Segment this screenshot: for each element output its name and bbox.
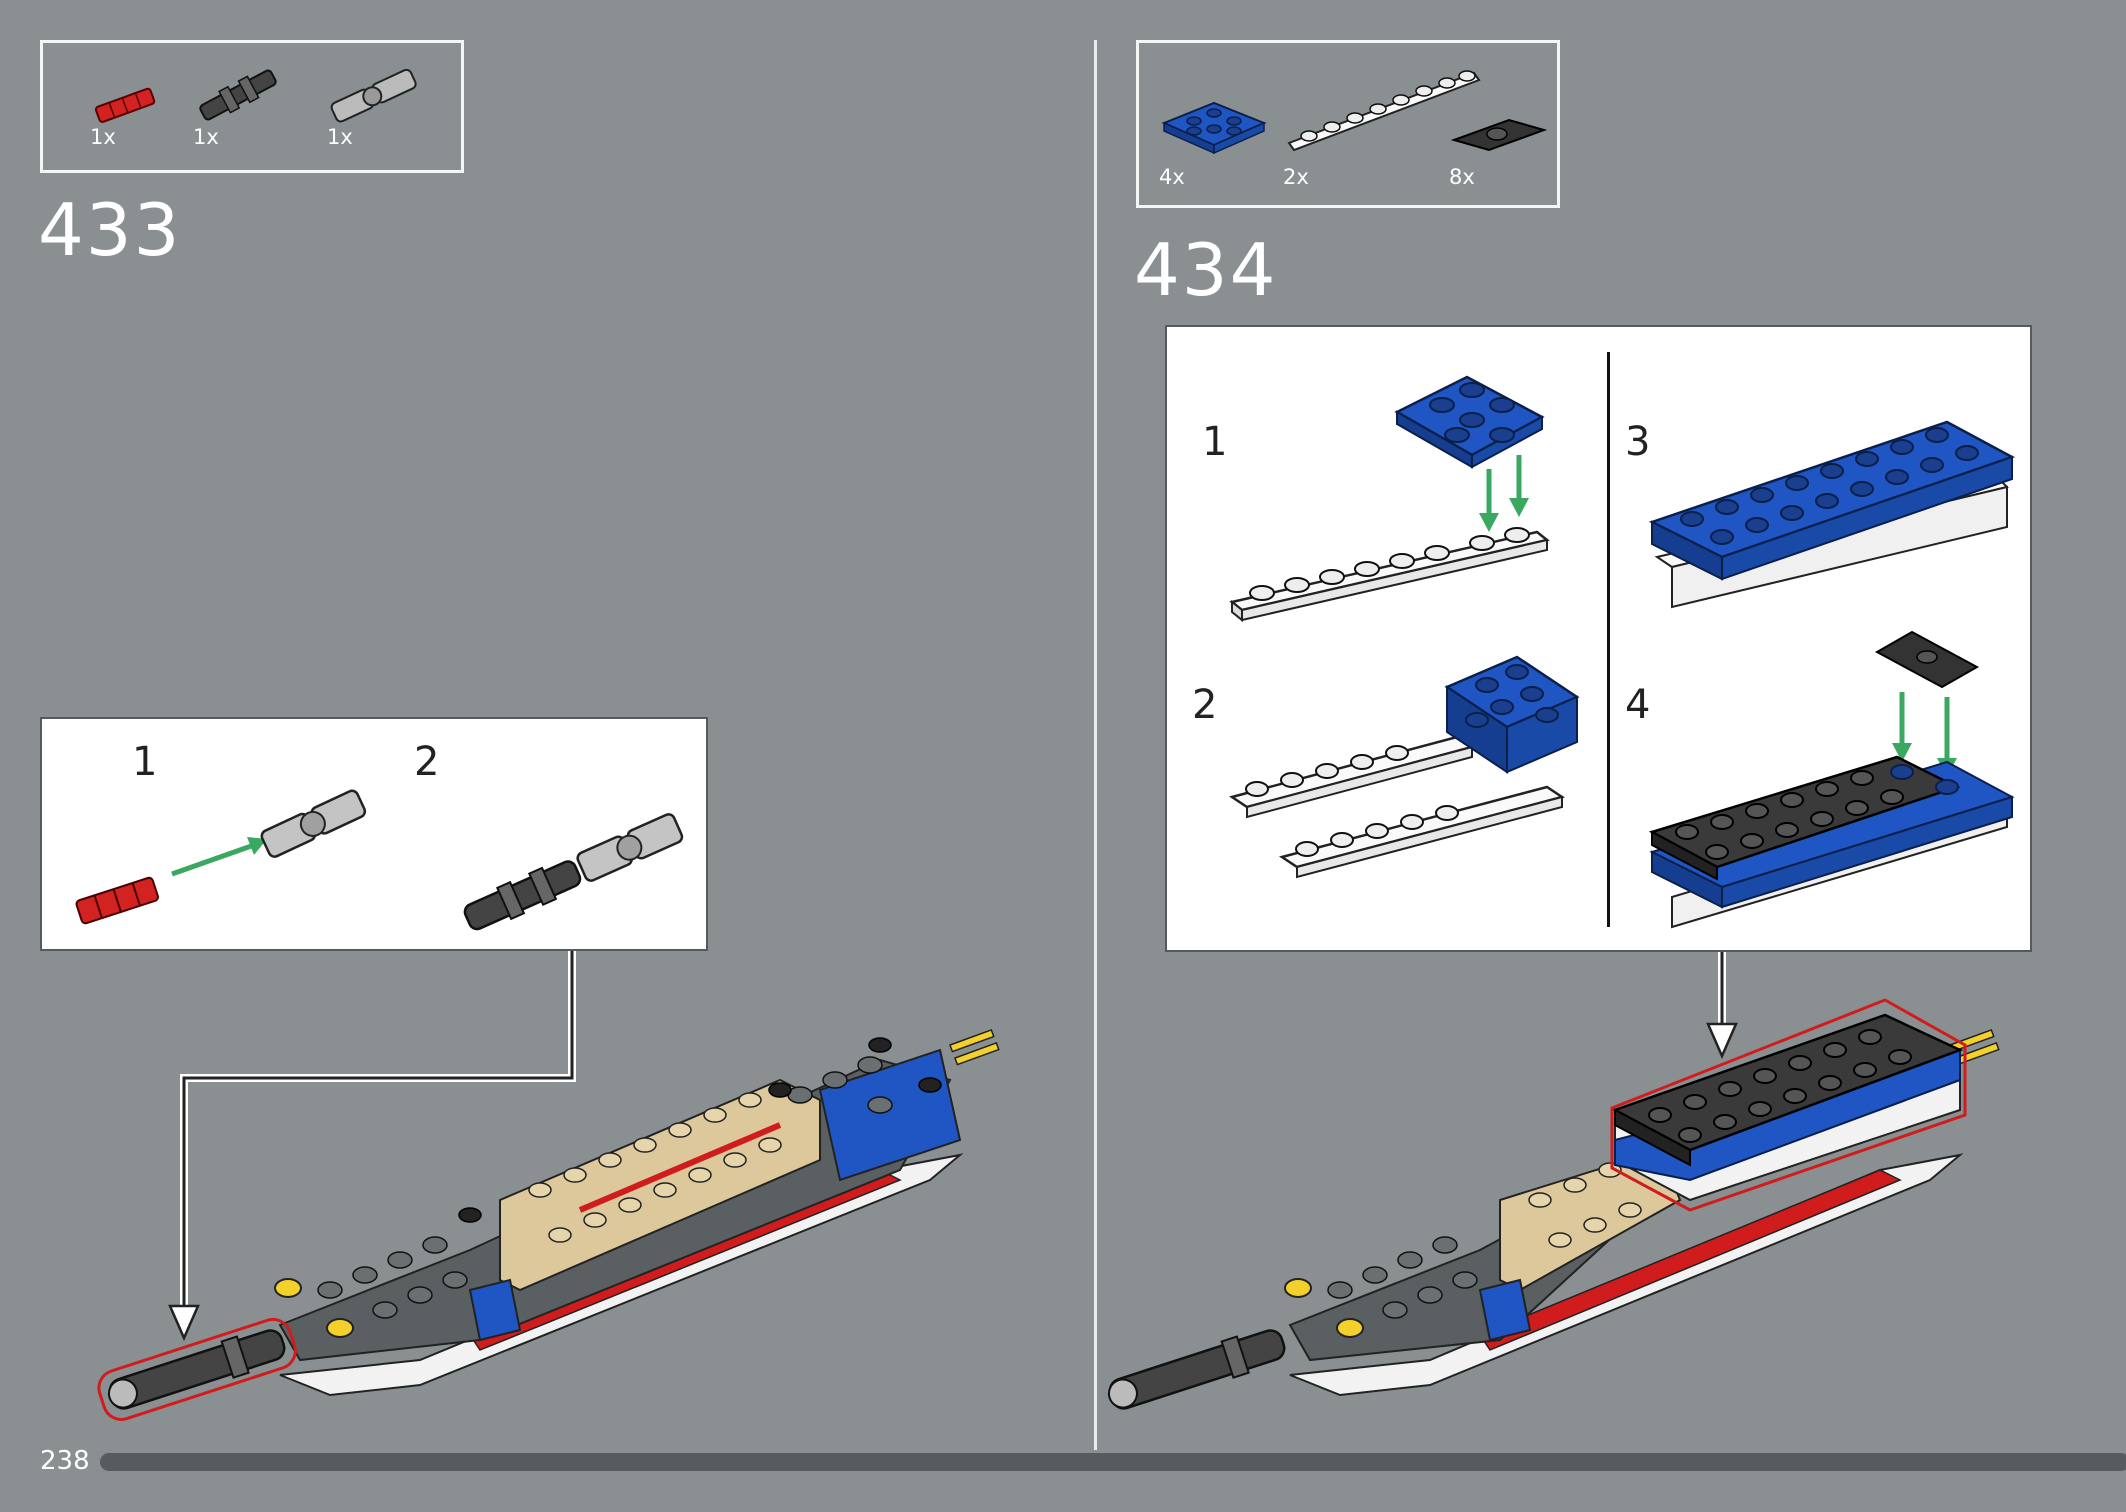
sub-assembly-callout-434: 1 2 3 4 <box>1165 325 2032 952</box>
part-qty: 4x <box>1159 165 1185 189</box>
sub-step-3-illustration <box>1648 420 2016 609</box>
dark-axle-icon <box>199 69 277 121</box>
callout-pointer-433 <box>168 951 576 1342</box>
callout-divider <box>1607 352 1610 927</box>
sub-step-4-illustration <box>1648 630 2015 929</box>
sub-step-1-illustration <box>75 789 367 925</box>
sub-step-number: 4 <box>1625 682 1651 728</box>
sub-step-2-illustration <box>1229 655 1580 879</box>
sub-step-number: 1 <box>132 739 158 785</box>
sub-step-number: 2 <box>414 739 440 785</box>
part-qty: 2x <box>1283 165 1309 189</box>
page-number: 238 <box>40 1446 90 1476</box>
progress-bar <box>100 1453 2126 1471</box>
part-qty: 1x <box>327 125 353 149</box>
red-axle-connector-icon <box>94 87 156 123</box>
page-divider <box>1094 40 1097 1450</box>
model-assembly-433 <box>97 1028 1000 1421</box>
black-jumper-plate-icon <box>1450 118 1548 152</box>
part-qty: 8x <box>1449 165 1475 189</box>
part-qty: 1x <box>193 125 219 149</box>
blue-plate-2x3-icon <box>1161 101 1267 155</box>
sub-step-number: 1 <box>1202 419 1228 465</box>
universal-joint-icon <box>330 68 417 123</box>
white-plate-1x8-icon <box>1287 70 1481 152</box>
part-qty: 1x <box>90 125 116 149</box>
step-number-433: 433 <box>38 188 182 272</box>
parts-list-433: 1x 1x 1x <box>40 40 464 173</box>
step-number-434: 434 <box>1134 228 1278 312</box>
sub-step-number: 2 <box>1192 682 1218 728</box>
sub-step-2-illustration <box>463 813 684 931</box>
sub-step-1-illustration <box>1229 375 1550 623</box>
sub-assembly-callout-433: 1 2 <box>40 717 708 951</box>
sub-step-number: 3 <box>1625 419 1651 465</box>
parts-list-434: 4x 2x 8x <box>1136 40 1560 208</box>
